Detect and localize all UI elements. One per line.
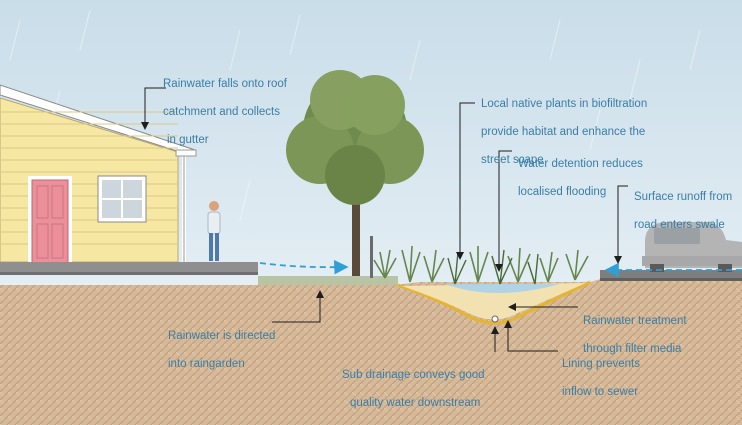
pond-water [445,284,560,293]
label-plants: Local native plants in biofiltration pro… [481,83,647,181]
label-treatment-line1: Rainwater treatment [583,315,687,327]
label-subdrain-line1: Sub drainage conveys good [342,369,485,381]
leader-lining [504,320,558,352]
leader-directed [272,290,324,323]
label-detention-line1: Water detention reduces [518,158,643,170]
leader-lines [141,87,628,352]
label-lining: Lining prevents inflow to sewer [562,343,640,413]
label-roof: Rainwater falls onto roof catchment and … [163,63,287,161]
label-directed-line1: Rainwater is directed [168,330,276,342]
label-lining-line1: Lining prevents [562,358,640,370]
label-lining-line2: inflow to sewer [562,386,639,398]
label-runoff: Surface runoff from road enters swale [634,176,732,246]
leader-plants [456,102,475,260]
road [600,270,742,278]
label-subdrain-line2: quality water downstream [350,397,481,409]
label-plants-line3: street scape [481,154,544,166]
car [642,222,742,272]
label-roof-line1: Rainwater falls onto roof [163,78,288,90]
label-plants-line2: provide habitat and enhance the [481,126,646,138]
flow-arrow-house [259,260,349,275]
swale-plants [373,245,589,283]
tree [286,70,424,280]
label-directed-line2: into raingarden [168,358,245,370]
label-roof-line3: in gutter [167,134,209,146]
label-detention-line2: localised flooding [518,186,607,198]
footpath [0,262,258,272]
soil [0,276,742,425]
subdrain-pipe [491,315,499,323]
filter-media [402,283,586,320]
label-plants-line1: Local native plants in biofiltration [481,98,648,110]
label-runoff-line1: Surface runoff from [634,191,733,203]
label-runoff-line2: road enters swale [634,219,725,231]
leader-detention [495,150,512,272]
label-treatment: Rainwater treatment through filter media [583,300,687,370]
door [31,179,69,265]
label-directed: Rainwater is directed into raingarden [168,315,275,385]
leader-roof [141,87,166,130]
house [0,84,197,265]
label-treatment-line2: through filter media [583,343,682,355]
person [207,201,221,261]
leader-runoff [614,185,628,264]
label-subdrain: Sub drainage conveys good quality water … [342,354,485,424]
label-roof-line2: catchment and collects [163,106,280,118]
label-detention: Water detention reduces localised floodi… [518,143,643,213]
